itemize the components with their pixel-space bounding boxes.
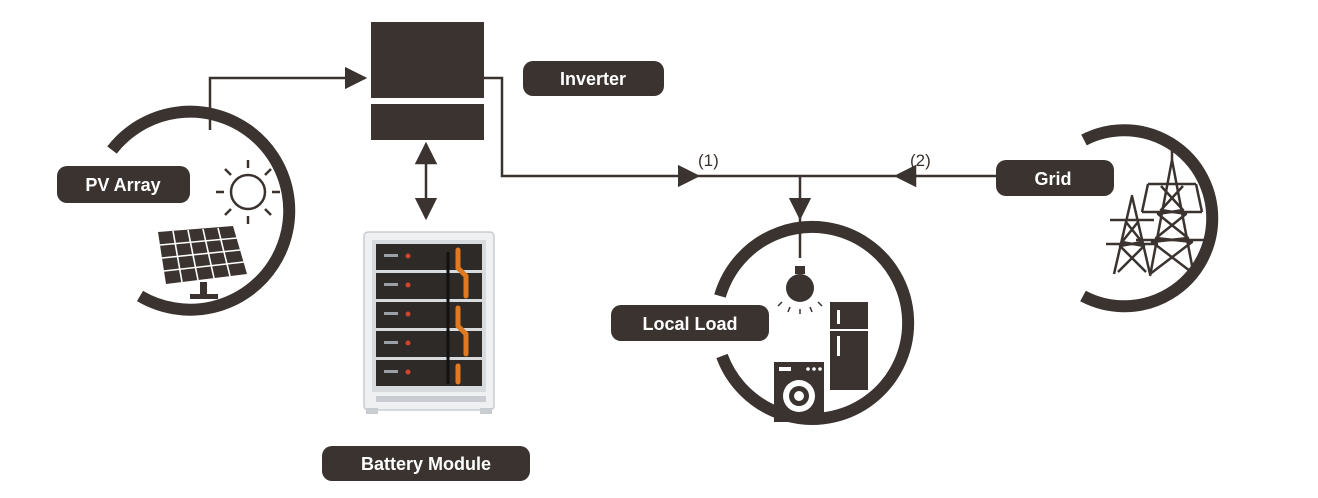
grid-node: Grid <box>996 124 1219 313</box>
local-load-node: Local Load <box>611 220 915 425</box>
inverter-box-icon <box>371 22 484 140</box>
battery-rack-icon <box>363 231 495 414</box>
connectors <box>208 66 1000 258</box>
svg-text:Grid: Grid <box>1034 169 1071 189</box>
svg-text:Local Load: Local Load <box>642 314 737 334</box>
local-load-label: Local Load <box>611 305 769 341</box>
flow-label-2: (2) <box>910 151 931 170</box>
grid-label: Grid <box>996 160 1114 196</box>
battery-cables <box>455 247 469 385</box>
sun-icon <box>216 160 280 224</box>
transmission-tower-icon <box>1106 150 1208 277</box>
battery-indicators <box>384 253 411 375</box>
inverter-node: Inverter <box>371 22 664 140</box>
washing-machine-icon <box>774 362 824 422</box>
pv-circle <box>107 105 296 316</box>
inverter-to-bus-line <box>484 76 701 188</box>
solar-panel-icon <box>158 226 247 299</box>
pv-array-label: PV Array <box>57 166 190 203</box>
svg-text:Inverter: Inverter <box>560 69 626 89</box>
flow-label-1: (1) <box>698 151 719 170</box>
refrigerator-icon <box>830 302 868 390</box>
battery-module-node: Battery Module <box>322 231 530 481</box>
light-bulb-icon <box>777 266 823 314</box>
svg-text:Battery Module: Battery Module <box>361 454 491 474</box>
svg-text:PV Array: PV Array <box>85 175 160 195</box>
inverter-label: Inverter <box>523 61 664 96</box>
grid-circle <box>1080 124 1219 313</box>
pv-array-node: PV Array <box>57 105 296 316</box>
battery-module-label: Battery Module <box>322 446 530 481</box>
